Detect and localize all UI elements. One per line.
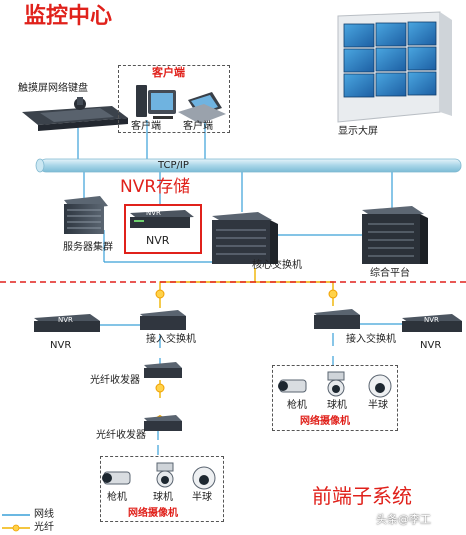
nvr-left-tag: NVR [58,316,73,324]
camera-group-right-label: 网络摄像机 [300,416,350,427]
integrated-platform-label: 综合平台 [370,268,410,279]
fiber-transceiver-1-icon [144,362,182,378]
server-cluster-icon [64,196,108,234]
nvr-left-label: NVR [50,340,72,351]
legend-fiber-label: 光纤 [34,522,54,533]
nvr-right-tag: NVR [424,316,439,324]
core-switch-icon [212,212,278,264]
camera-group-right-box [272,365,398,431]
camera-bottom-icons [102,462,216,490]
dome-camera-bottom-icon [192,466,216,490]
ball-camera-bottom-label: 球机 [153,492,173,503]
fiber-transceiver-2-label: 光纤收发器 [96,430,146,441]
client-1-label: 客户端 [131,121,161,132]
nvr-right-label: NVR [420,340,442,351]
tcp-bus [35,158,462,173]
laptop-client-icon [178,92,226,124]
frontend-subsystem-title: 前端子系统 [312,484,412,508]
gun-camera-bottom-icon [102,471,131,485]
nvr-center-icon [130,210,194,228]
monitor-center-title: 监控中心 [24,4,113,29]
access-switch-right-label: 接入交换机 [346,334,396,345]
touch-keyboard-icon [22,97,128,131]
gun-camera-right-label: 枪机 [287,400,307,411]
tcp-ip-label: TCP/IP [158,160,189,171]
access-switch-left-icon [140,310,186,330]
camera-right-icons [278,371,392,398]
dome-camera-bottom-label: 半球 [192,492,212,503]
camera-group-bottom-label: 网络摄像机 [128,508,178,519]
camera-group-bottom-box [100,456,224,522]
ball-camera-bottom-icon [156,462,174,488]
nvr-storage-label: NVR存储 [120,177,191,197]
nvr-center-label: NVR [146,234,170,247]
display-wall-icon [337,11,452,123]
nvr-right-icon [402,314,462,332]
client-group-box [118,65,230,133]
nvr-center-tag: NVR [146,209,161,217]
gun-camera-bottom-label: 枪机 [107,492,127,503]
access-switch-left-label: 接入交换机 [146,334,196,345]
display-wall-label: 显示大屏 [338,126,378,137]
core-switch-label: 核心交换机 [252,260,302,271]
legend-fiber-dot [12,524,20,532]
access-switch-right-icon [314,309,360,329]
nvr-storage-highlight [124,204,202,254]
touch-keyboard-label: 触摸屏网络键盘 [18,83,88,94]
fiber-transceiver-1-label: 光纤收发器 [90,375,140,386]
dome-camera-right-label: 半球 [368,400,388,411]
ball-camera-right-label: 球机 [327,400,347,411]
client-2-label: 客户端 [183,121,213,132]
watermark: 头条@李工 [376,513,431,526]
nvr-left-icon [34,314,100,332]
desktop-client-icon [136,85,176,119]
ball-camera-right-icon [327,371,345,397]
server-cluster-label: 服务器集群 [63,242,113,253]
legend-cable-label: 网线 [34,509,54,520]
integrated-platform-icon [362,206,428,264]
dome-camera-right-icon [368,374,392,398]
fiber-transceiver-2-icon [144,415,182,431]
gun-camera-right-icon [278,379,307,393]
client-group-label: 客户端 [152,66,185,79]
